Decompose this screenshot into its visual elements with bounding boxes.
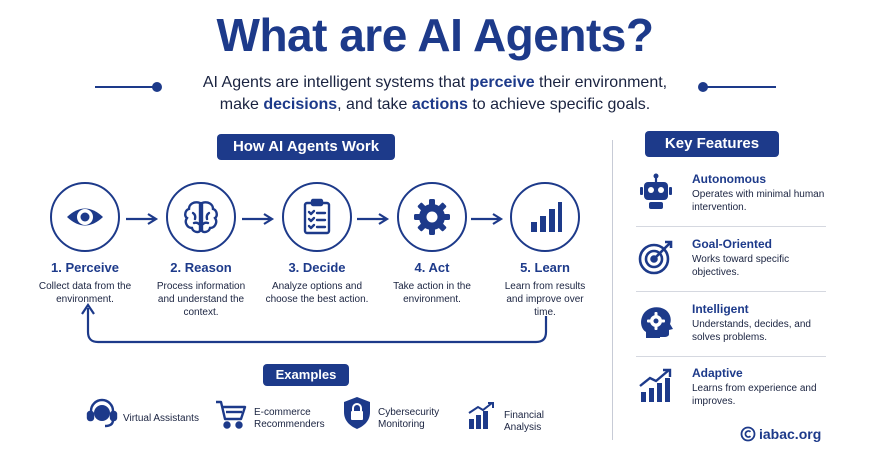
subtitle-right-line: [706, 86, 776, 88]
target-icon: [638, 240, 673, 275]
step-decide-title: 3. Decide: [288, 260, 346, 275]
subtitle-left-dot: [152, 82, 162, 92]
subtitle-highlight-decisions: decisions: [263, 96, 338, 113]
arrow-right-icon: [242, 213, 275, 225]
subtitle-text: make: [219, 96, 264, 113]
step-reason-title: 2. Reason: [170, 260, 232, 275]
step-reason-desc: Process information and understand the c…: [156, 281, 246, 318]
feature-title: Adaptive: [692, 366, 743, 380]
step-perceive-title: 1. Perceive: [51, 260, 119, 275]
step-perceive-circle: [50, 182, 120, 252]
subtitle-left-line: [95, 86, 155, 88]
feature-separator: [636, 356, 826, 357]
example-label: Cybersecurity Monitoring: [378, 407, 440, 430]
feature-autonomous: Autonomous Operates with minimal human i…: [636, 172, 826, 222]
arrow-right-icon: [126, 213, 159, 225]
feature-separator: [636, 226, 826, 227]
subtitle-highlight-actions: actions: [411, 96, 468, 113]
feature-title: Autonomous: [692, 172, 766, 186]
example-cybersecurity: Cybersecurity Monitoring: [342, 395, 448, 431]
subtitle-highlight-perceive: perceive: [469, 74, 535, 91]
bar-chart-icon: [531, 202, 562, 232]
brand-text: iabac.org: [759, 426, 822, 442]
subtitle-text: their environment,: [534, 74, 668, 91]
feature-intelligent: Intelligent Understands, decides, and so…: [636, 302, 826, 352]
step-decide-circle: [282, 182, 352, 252]
step-reason-circle: [166, 182, 236, 252]
example-financial: Financial Analysis: [466, 398, 554, 434]
trend-chart-icon: [639, 368, 672, 402]
step-act-circle: [397, 182, 467, 252]
section-divider: [612, 140, 613, 440]
feature-desc: Works toward specific objectives.: [692, 254, 790, 278]
how-heading: How AI Agents Work: [217, 134, 395, 160]
step-learn-desc: Learn from results and improve over time…: [504, 281, 586, 318]
step-learn-circle: [510, 182, 580, 252]
example-virtual-assistants: Virtual Assistants: [85, 397, 199, 431]
arrow-right-icon: [357, 213, 390, 225]
subtitle: AI Agents are intelligent systems that p…: [180, 72, 690, 116]
feature-desc: Learns from experience and improves.: [692, 383, 817, 407]
subtitle-text: to achieve specific goals.: [467, 96, 651, 113]
feature-separator: [636, 291, 826, 292]
step-act-desc: Take action in the environment.: [393, 281, 471, 305]
subtitle-text: , and take: [337, 96, 412, 113]
subtitle-text: AI Agents are intelligent systems that: [202, 74, 470, 91]
feature-desc: Operates with minimal human intervention…: [692, 189, 825, 213]
examples-heading: Examples: [263, 364, 349, 386]
checklist-icon: [303, 198, 331, 235]
eye-icon: [67, 208, 103, 226]
gear-icon: [414, 199, 450, 235]
shield-lock-icon: [344, 397, 370, 429]
example-label: E-commerce Recommenders: [254, 407, 325, 430]
loop-back-arrow-icon: [81, 303, 548, 344]
page-title: What are AI Agents?: [216, 9, 654, 61]
example-label: Financial Analysis: [504, 410, 545, 433]
subtitle-right-dot: [698, 82, 708, 92]
headset-icon: [86, 398, 118, 428]
step-act-title: 4. Act: [414, 260, 450, 275]
feature-title: Intelligent: [692, 302, 749, 316]
brain-icon: [184, 201, 218, 234]
features-heading: Key Features: [645, 131, 779, 157]
cart-icon: [216, 400, 247, 429]
example-ecommerce: E-commerce Recommenders: [214, 397, 326, 431]
example-label: Virtual Assistants: [123, 413, 199, 424]
feature-goal-oriented: Goal-Oriented Works toward specific obje…: [636, 237, 826, 287]
copyright-icon: [740, 426, 756, 442]
step-learn-title: 5. Learn: [520, 260, 570, 275]
step-decide-desc: Analyze options and choose the best acti…: [265, 281, 369, 305]
robot-icon: [640, 173, 672, 209]
feature-adaptive: Adaptive Learns from experience and impr…: [636, 366, 826, 416]
brand-logo: iabac.org: [740, 426, 821, 442]
growth-chart-icon: [468, 402, 494, 429]
head-gear-icon: [641, 307, 673, 338]
step-perceive-desc: Collect data from the environment.: [38, 281, 132, 305]
arrow-right-icon: [471, 213, 504, 225]
feature-title: Goal-Oriented: [692, 237, 773, 251]
feature-desc: Understands, decides, and solves problem…: [692, 319, 811, 343]
